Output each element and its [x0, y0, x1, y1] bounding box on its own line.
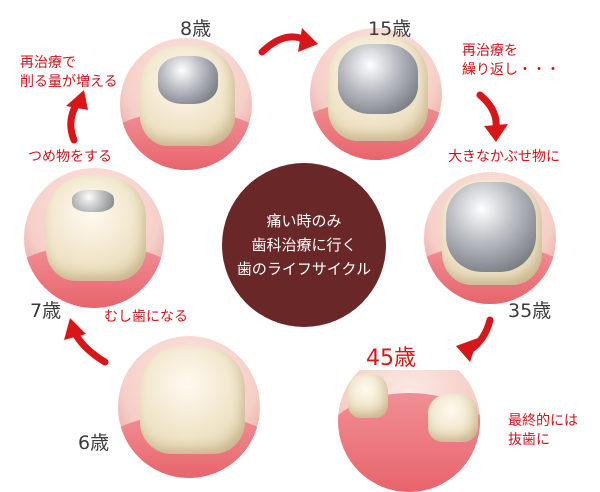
arrowhead: [456, 338, 478, 362]
label-filling: つめ物をする: [28, 149, 112, 165]
arrow-15-to-35: [476, 91, 500, 132]
tooth-image-8: [120, 38, 252, 170]
label-cavity: むし歯になる: [104, 309, 188, 325]
center-line: 歯科治療に行く: [251, 236, 357, 254]
arrowhead: [66, 90, 88, 110]
label-line: 再治療で: [20, 55, 76, 71]
center-title: 痛い時のみ 歯科治療に行く 歯のライフサイクル: [222, 163, 386, 327]
label-retreat2: 再治療を 繰り返し・・・: [462, 42, 560, 80]
label-crown: 大きなかぶせ物に: [448, 149, 560, 165]
age-label-15: 15歳: [368, 18, 412, 40]
age-label-45: 45歳: [366, 346, 416, 371]
age-label-7: 7歳: [30, 300, 62, 322]
tooth-image-35: [424, 172, 556, 304]
tooth-image-45: [338, 370, 480, 492]
label-line: 繰り返し・・・: [462, 62, 560, 78]
center-line: 歯のライフサイクル: [236, 260, 372, 278]
label-line: 最終的には: [508, 413, 578, 429]
age-label-35: 35歳: [508, 300, 552, 322]
tooth-image-7: [24, 168, 164, 308]
arrow-35-to-45: [466, 316, 494, 354]
arrow-7-to-8: [67, 98, 82, 144]
arrowhead: [298, 28, 318, 52]
center-line: 痛い時のみ: [266, 212, 342, 230]
age-label-8: 8歳: [180, 18, 212, 40]
tooth-image-6: [118, 336, 260, 478]
age-label-6: 6歳: [78, 432, 110, 454]
label-retreat1: 再治療で 削る量が増える: [20, 54, 118, 92]
arrowhead: [64, 318, 86, 340]
arrow-6-to-7: [72, 331, 109, 366]
label-extraction: 最終的には 抜歯に: [508, 412, 578, 450]
label-line: 削る量が増える: [20, 74, 118, 90]
label-line: 再治療を: [462, 43, 518, 59]
tooth-image-15: [310, 28, 442, 160]
arrowhead: [484, 124, 508, 142]
label-line: 抜歯に: [508, 432, 550, 448]
arrow-8-to-15: [258, 33, 309, 56]
